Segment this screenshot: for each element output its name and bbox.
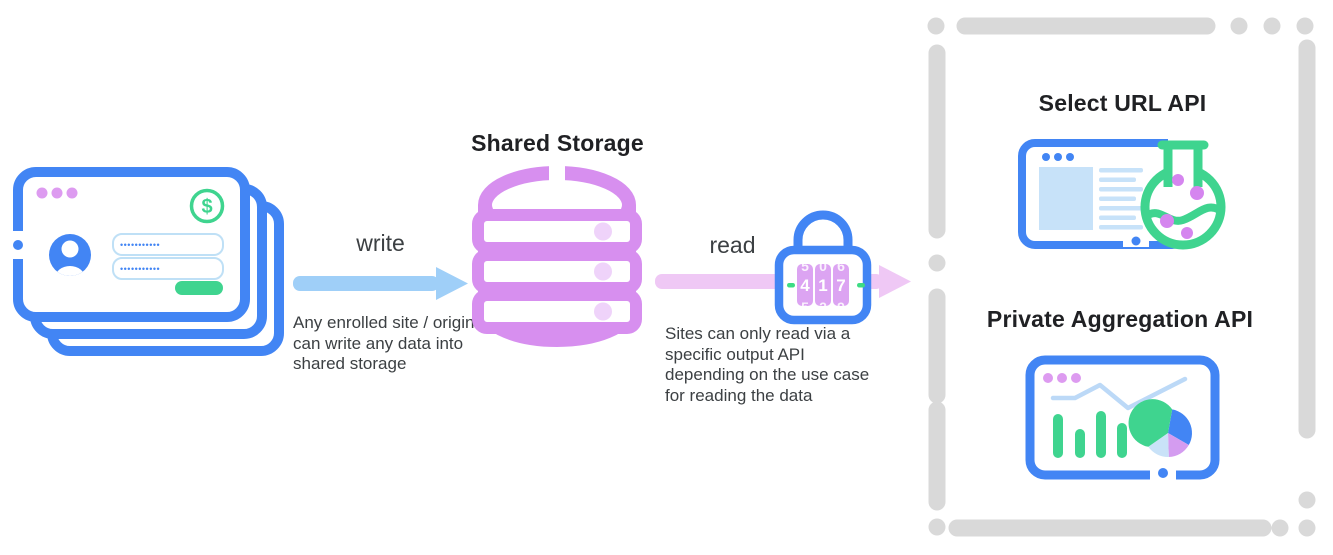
dollar-badge-icon: $ [189,188,225,224]
password-dots: ••••••••••• [120,264,160,274]
dial-digit-partial: 6 [837,258,845,274]
window-dots-icon [36,187,78,199]
database-icon [472,163,642,347]
write-arrow-icon [293,267,468,300]
database-bands [472,209,642,334]
dial-digit: 4 [800,276,810,295]
border-dot [13,240,23,250]
border-dot [1158,468,1168,478]
stacked-site-windows-icon: $ ••••••••••• ••••••••••• [11,167,284,356]
dashed-boundary [927,17,1316,537]
dial-digit-partial: 0 [819,258,827,274]
write-description: Any enrolled site / origin can write any… [293,313,475,374]
read-label: read [709,232,756,258]
window-dots-icon [1043,373,1081,383]
select-url-api-title: Select URL API [1038,90,1207,116]
dial-digit: 7 [836,276,845,295]
dial-digit-partial: 5 [801,299,809,315]
lock-dials: 5 0 6 4 1 7 5 2 9 [787,258,865,315]
database-top-gap [549,163,565,181]
select-url-api-icon [1018,139,1226,250]
bubbles [1160,174,1204,239]
private-aggregation-api-title: Private Aggregation API [986,306,1254,332]
password-dots: ••••••••••• [120,240,160,250]
dial-digit-partial: 9 [837,299,845,315]
flask-icon [1140,139,1226,250]
bar-chart-icon [1053,411,1127,458]
line-chart-icon [1050,376,1188,411]
dial-digit-partial: 2 [819,299,827,315]
content-block [1039,167,1093,230]
lock-shackle [793,210,853,261]
private-aggregation-api-icon [1025,355,1220,480]
combination-lock-icon: 5 0 6 4 1 7 5 2 9 [774,210,872,325]
password-input-2[interactable]: ••••••••••• [112,257,224,280]
password-input-1[interactable]: ••••••••••• [112,233,224,256]
border-dot [1131,236,1141,246]
text-lines [1099,168,1143,230]
dollar-symbol: $ [201,196,212,218]
read-description: Sites can only read via a specific outpu… [665,324,870,406]
submit-button[interactable] [175,281,223,295]
shared-storage-title: Shared Storage [471,130,644,156]
dial-digit: 1 [818,276,827,295]
write-label: write [356,230,405,256]
liquid-wave [1149,203,1217,225]
dial-digit-partial: 5 [801,258,809,274]
pie-chart-icon [1128,399,1192,458]
avatar-icon [49,234,91,276]
dashboard-icon [1025,355,1220,480]
